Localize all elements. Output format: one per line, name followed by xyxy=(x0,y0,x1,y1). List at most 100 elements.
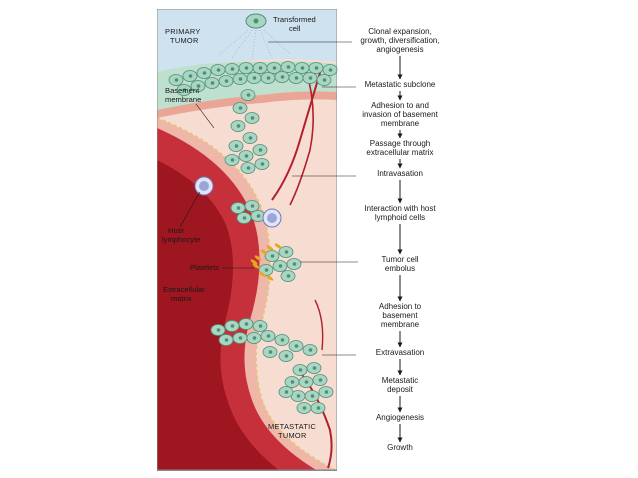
tumor-cell xyxy=(302,344,318,356)
step-1-text: growth, diversification, xyxy=(360,36,439,45)
step-8-text: membrane xyxy=(381,320,420,329)
lymphocyte xyxy=(262,208,282,228)
basement-membrane-label-2: membrane xyxy=(165,95,201,104)
platelet xyxy=(260,249,268,255)
step-6-text: Interaction with host xyxy=(364,204,436,213)
tumor-cell xyxy=(302,72,318,84)
steps-flow: Clonal expansion,growth, diversification… xyxy=(360,27,439,452)
extracellular-matrix-label-2: matrix xyxy=(171,294,192,303)
tumor-cell xyxy=(246,332,262,344)
step-3-text: Adhesion to and xyxy=(371,101,429,110)
transformed-cell-label-2: cell xyxy=(289,24,301,33)
tumor-cell xyxy=(230,202,246,214)
tumor-cell xyxy=(312,374,328,386)
tumor-cell xyxy=(168,74,184,86)
vessel-endothelium xyxy=(157,117,337,471)
tumor-cell xyxy=(296,402,312,414)
lymphocyte xyxy=(194,176,214,196)
step-3-text: membrane xyxy=(381,119,420,128)
tumor-cell xyxy=(298,376,314,388)
platelet xyxy=(266,275,274,281)
step-9-text: Extravasation xyxy=(376,348,424,357)
tumor-cell xyxy=(260,72,276,84)
transformed-cell-label-1: Transformed xyxy=(273,15,316,24)
capillary-lower-2 xyxy=(314,299,324,351)
step-1: Clonal expansion,growth, diversification… xyxy=(360,27,440,80)
step-6-text: lymphoid cells xyxy=(375,213,425,222)
tumor-cell xyxy=(218,334,234,346)
metastatic-tumor-label-1: METASTATIC xyxy=(268,422,317,431)
tumor-cell xyxy=(284,376,300,388)
step-5-text: Intravasation xyxy=(377,169,423,178)
tumor-cell xyxy=(262,346,278,358)
step-7-text: Tumor cell xyxy=(381,255,418,264)
vessel-lumen xyxy=(157,160,280,471)
tumor-cell xyxy=(308,62,324,74)
tumor-cell xyxy=(224,154,240,166)
tumor-cell xyxy=(182,70,198,82)
capillary-upper-2 xyxy=(289,69,314,206)
tumor-cell xyxy=(240,89,256,101)
host-lymphocyte-label-1: Host xyxy=(168,226,185,235)
step-4-text: extracellular matrix xyxy=(366,148,433,157)
host-lymphocytes xyxy=(194,176,282,228)
tumor-cell xyxy=(252,144,268,156)
host-lymphocyte-label-2: lymphocyte xyxy=(162,235,200,244)
platelets-label: Platelets xyxy=(190,263,219,272)
tumor-cell xyxy=(274,71,290,83)
step-12: Growth xyxy=(387,443,413,452)
tumor-cell xyxy=(238,62,254,74)
tumor-cell xyxy=(240,162,256,174)
tumor-cell xyxy=(264,250,280,262)
step-12-text: Growth xyxy=(387,443,413,452)
tumor-cell xyxy=(272,260,288,272)
tumor-cell xyxy=(238,318,254,330)
tumor-cell xyxy=(254,158,270,170)
step-1-text: Clonal expansion, xyxy=(368,27,432,36)
tumor-cell xyxy=(286,258,302,270)
tumor-cells xyxy=(168,61,338,414)
platelet xyxy=(252,263,260,269)
lymphocyte-pointer xyxy=(179,191,201,228)
tumor-cell xyxy=(278,246,294,258)
primary-tumor-label-1: PRIMARY xyxy=(165,27,201,36)
step-5: Intravasation xyxy=(377,169,423,204)
tumor-cell xyxy=(274,334,290,346)
tumor-cell xyxy=(322,64,338,76)
tumor-cell xyxy=(304,390,320,402)
tumor-cell xyxy=(310,402,326,414)
tumor-cell xyxy=(288,72,304,84)
basement-membrane-pointer xyxy=(195,103,215,129)
transformed-cell xyxy=(217,13,291,61)
tumor-cell xyxy=(210,64,226,76)
tumor-cell xyxy=(230,120,246,132)
platelets xyxy=(250,243,282,281)
tumor-cell xyxy=(232,332,248,344)
step-2-text: Metastatic subclone xyxy=(365,80,436,89)
tumor-cell xyxy=(232,102,248,114)
metastatic-tumor-label-2: TUMOR xyxy=(278,431,307,440)
tumor-cell xyxy=(288,340,304,352)
tumor-cell xyxy=(204,77,220,89)
tumor-cell xyxy=(280,270,296,282)
tumor-cell xyxy=(246,72,262,84)
tumor-cell xyxy=(306,362,322,374)
primary-tumor-zone xyxy=(157,9,337,72)
platelet xyxy=(258,271,266,277)
tumor-cell xyxy=(238,150,254,162)
step-4-text: Passage through xyxy=(370,139,431,148)
tumor-cell xyxy=(252,320,268,332)
tumor-cell xyxy=(232,73,248,85)
basement-membrane-label-1: Basement xyxy=(165,86,200,95)
tumor-cell xyxy=(316,74,332,86)
step-8-text: Adhesion to xyxy=(379,302,422,311)
tumor-cell xyxy=(244,112,260,124)
tumor-cell xyxy=(218,75,234,87)
tumor-cell xyxy=(278,350,294,362)
step-3-text: invasion of basement xyxy=(362,110,438,119)
